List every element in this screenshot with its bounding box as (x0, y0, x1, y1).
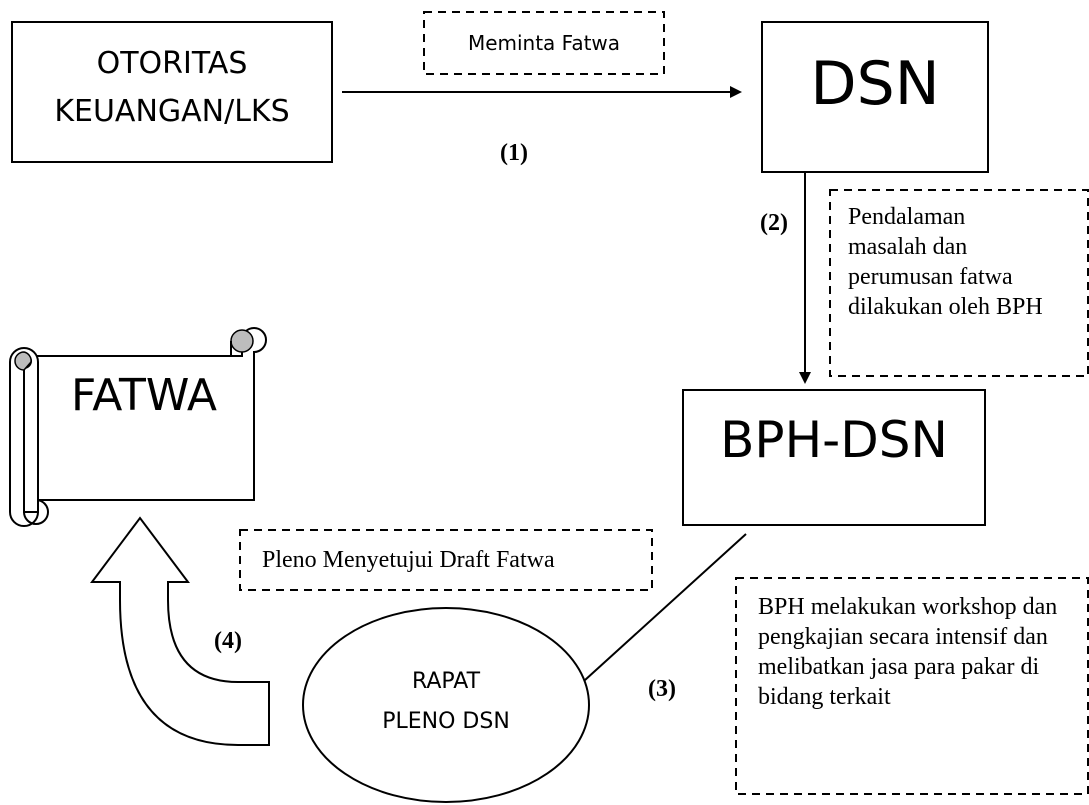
dsn-box (761, 21, 989, 173)
step-2-label: (2) (760, 210, 788, 236)
rapat-line1: RAPAT (411, 669, 481, 694)
step-1-label: (1) (500, 140, 528, 166)
fatwa-scroll (9, 327, 268, 527)
bph-box (682, 389, 986, 526)
arrow-bph-to-rapat (572, 533, 747, 692)
dsn-label: DSN (810, 49, 940, 119)
bph-label: BPH-DSN (720, 411, 948, 469)
note-meminta-box (423, 11, 665, 75)
note-pleno: Pleno Menyetujui Draft Fatwa (262, 547, 555, 573)
note-pendalaman: Pendalaman masalah dan perumusan fatwa d… (848, 204, 1043, 320)
step-3-label: (3) (648, 676, 676, 702)
otoritas-line1: OTORITAS (96, 46, 248, 81)
rapat-label: RAPAT PLENO DSN (340, 662, 552, 742)
rapat-ellipse (302, 607, 590, 803)
arrow-rapat-to-fatwa (90, 516, 270, 746)
note-pleno-box (239, 529, 653, 591)
note-meminta: Meminta Fatwa (467, 31, 621, 55)
otoritas-box (11, 21, 333, 163)
rapat-line2: PLENO DSN (382, 709, 510, 734)
fatwa-label: FATWA (70, 370, 218, 421)
otoritas-label: OTORITAS KEUANGAN/LKS (12, 40, 332, 136)
otoritas-line2: KEUANGAN/LKS (54, 94, 290, 129)
note-workshop: BPH melakukan workshop dan pengkajian se… (758, 594, 1058, 710)
step-4-label: (4) (214, 628, 242, 654)
note-pendalaman-box (829, 189, 1089, 377)
note-workshop-box (735, 577, 1089, 795)
